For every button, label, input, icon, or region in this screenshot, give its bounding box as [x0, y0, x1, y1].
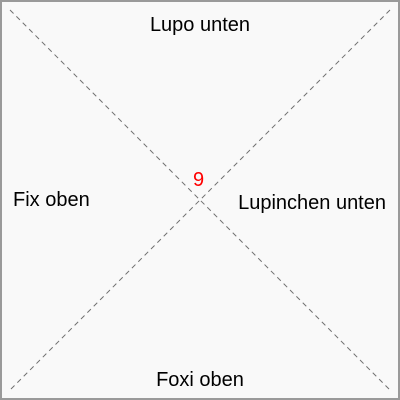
label-bottom: Foxi oben	[156, 369, 244, 391]
label-left: Fix oben	[13, 189, 90, 211]
center-number: 9	[193, 169, 205, 191]
label-top: Lupo unten	[149, 14, 251, 36]
label-right: Lupinchen unten	[238, 192, 386, 214]
